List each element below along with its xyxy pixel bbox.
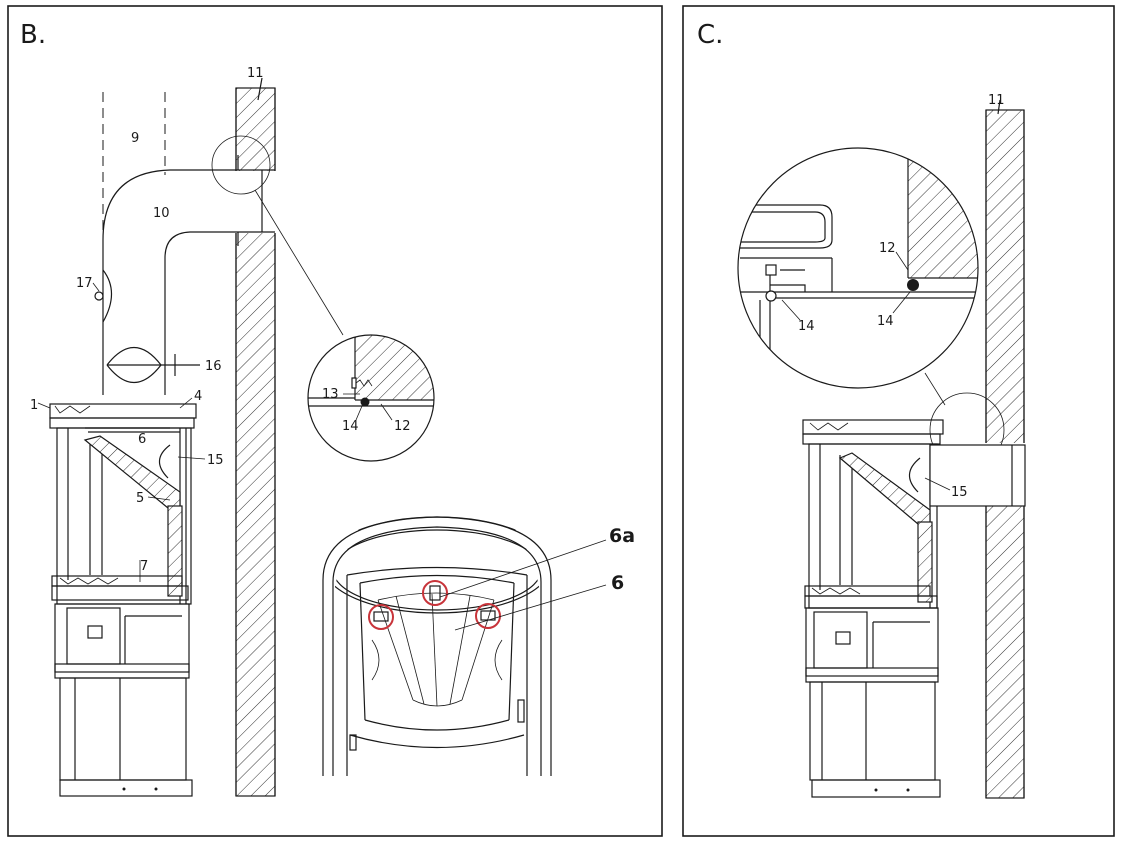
callout-15: 15: [207, 453, 224, 468]
panel-c-label: C.: [697, 20, 723, 50]
callout-6a: 6a: [609, 525, 635, 547]
stove-body-c: 15: [802, 419, 1026, 798]
stove-perspective-view: 6a 6: [322, 516, 635, 776]
panel-b-label: B.: [20, 20, 46, 50]
callout-14-c-left: 14: [798, 319, 815, 334]
panel-c: C. 11: [682, 5, 1115, 837]
detail-view-c: 12 14 14: [737, 147, 979, 406]
callout-11: 11: [247, 66, 264, 81]
callout-6: 6: [138, 432, 146, 447]
callout-17: 17: [76, 276, 93, 291]
wall-b: 11: [234, 66, 277, 797]
flue-elbow: 10: [102, 155, 275, 395]
callout-1: 1: [30, 398, 38, 413]
detail-leader: [254, 189, 344, 336]
gasket-seal-c: [907, 279, 919, 291]
highlight-6a: [422, 580, 448, 606]
cleaning-hatch: [102, 269, 113, 323]
panel-c-frame: [682, 5, 1115, 837]
highlight-left: [368, 604, 394, 630]
callout-9: 9: [131, 131, 139, 146]
highlight-right: [475, 603, 501, 629]
callout-16: 16: [205, 359, 222, 374]
stove-body-b: 1 4 6 15 5 7: [30, 389, 224, 797]
callout-12-c: 12: [879, 241, 896, 256]
gasket-seal: [360, 397, 370, 407]
callout-4: 4: [194, 389, 202, 404]
callout-15-c: 15: [951, 485, 968, 500]
damper: 16: [106, 347, 222, 383]
callout-13: 13: [322, 387, 339, 402]
callout-10: 10: [153, 206, 170, 221]
callout-11-c: 11: [988, 93, 1005, 108]
detail-marker-circle: [211, 135, 271, 195]
callout-14-c-right: 14: [877, 314, 894, 329]
detail-view-b: 13 14 12: [307, 334, 435, 462]
hatch-knob: [94, 291, 104, 301]
callout-12: 12: [394, 419, 411, 434]
callout-7: 7: [140, 559, 148, 574]
callout-5: 5: [136, 491, 144, 506]
callout-6-bold: 6: [611, 572, 624, 594]
panel-b: B. 11 9 10: [7, 5, 663, 837]
callout-14: 14: [342, 419, 359, 434]
